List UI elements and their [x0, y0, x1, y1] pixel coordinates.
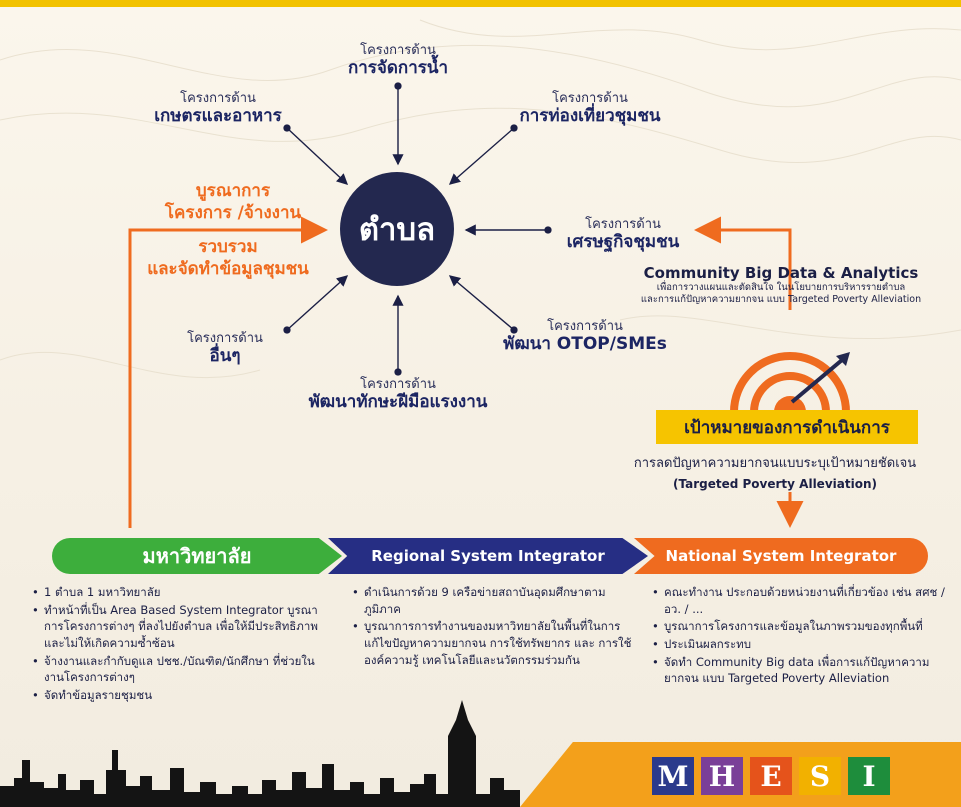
project-water: โครงการด้าน การจัดการน้ำ: [318, 43, 478, 78]
collect-line-2: และจัดทำข้อมูลชุมชน: [147, 259, 309, 280]
project-name: อื่นๆ: [209, 345, 241, 366]
regional-list: ดำเนินการด้วย 9 เครือข่ายสถาบันอุดมศึกษา…: [352, 584, 637, 669]
goal-description: การลดปัญหาความยากจนแบบระบุเป้าหมายชัดเจน…: [600, 454, 950, 496]
list-item: บูรณาการการทำงานของมหาวิทยาลัยในพื้นที่ใ…: [352, 618, 637, 668]
connector-agri: [283, 124, 349, 185]
national-list: คณะทำงาน ประกอบด้วยหน่วยงานที่เกี่ยวข้อง…: [652, 584, 952, 688]
connector-other: [283, 275, 349, 334]
list-item: จ้างงานและกำกับดูแล ปชช./บัณฑิต/นักศึกษา…: [32, 653, 332, 686]
logo-letter: S: [799, 757, 841, 795]
collect-line-1: รวบรวม: [198, 237, 258, 257]
project-other: โครงการด้าน อื่นๆ: [170, 331, 280, 366]
logo-letter: M: [652, 757, 694, 795]
goal-desc-line-2: (Targeted Poverty Alleviation): [673, 476, 877, 491]
banner-regional-integrator: Regional System Integrator: [328, 538, 648, 574]
project-prefix: โครงการด้าน: [552, 91, 628, 106]
integrate-line-2: โครงการ /จ้างงาน: [164, 203, 302, 224]
project-name: เศรษฐกิจชุมชน: [566, 231, 680, 252]
city-skyline-icon: [0, 700, 520, 807]
list-item: ประเมินผลกระทบ: [652, 636, 952, 653]
integrate-label: บูรณาการ โครงการ /จ้างงาน: [148, 180, 318, 224]
project-prefix: โครงการด้าน: [180, 91, 256, 106]
project-name: การจัดการน้ำ: [347, 57, 449, 78]
project-name: พัฒนา OTOP/SMEs: [503, 333, 667, 354]
project-prefix: โครงการด้าน: [360, 43, 436, 58]
collect-label: รวบรวม และจัดทำข้อมูลชุมชน: [128, 236, 328, 280]
goal-desc-line-1: การลดปัญหาความยากจนแบบระบุเป้าหมายชัดเจน: [633, 456, 917, 471]
project-name: พัฒนาทักษะฝีมือแรงงาน: [308, 391, 488, 412]
project-agriculture: โครงการด้าน เกษตรและอาหาร: [138, 91, 298, 126]
community-big-data: Community Big Data & Analytics เพื่อการว…: [612, 264, 950, 306]
project-name: การท่องเที่ยวชุมชน: [519, 105, 661, 126]
logo-letter: E: [750, 757, 792, 795]
project-prefix: โครงการด้าน: [187, 331, 263, 346]
connector-otop: [448, 275, 518, 334]
banner-university: มหาวิทยาลัย: [52, 538, 342, 574]
list-item: คณะทำงาน ประกอบด้วยหน่วยงานที่เกี่ยวข้อง…: [652, 584, 952, 617]
list-item: ดำเนินการด้วย 9 เครือข่ายสถาบันอุดมศึกษา…: [352, 584, 637, 617]
project-name: เกษตรและอาหาร: [154, 105, 282, 126]
project-prefix: โครงการด้าน: [547, 319, 623, 334]
connector-tourism: [448, 124, 518, 185]
project-otop: โครงการด้าน พัฒนา OTOP/SMEs: [500, 319, 670, 354]
list-item: จัดทำ Community Big data เพื่อการแก้ปัญห…: [652, 654, 952, 687]
goal-banner: เป้าหมายของการดำเนินการ: [656, 410, 918, 444]
project-skills: โครงการด้าน พัฒนาทักษะฝีมือแรงงาน: [288, 377, 508, 412]
orange-flow-left: [128, 216, 328, 528]
banner-national-integrator: National System Integrator: [634, 538, 928, 574]
university-list: 1 ตำบล 1 มหาวิทยาลัย ทำหน้าที่เป็น Area …: [32, 584, 332, 705]
list-item: ทำหน้าที่เป็น Area Based System Integrat…: [32, 602, 332, 652]
cbd-subtitle-1: เพื่อการวางแผนและตัดสินใจ ในนโยบายการบริ…: [656, 282, 906, 293]
project-prefix: โครงการด้าน: [585, 217, 661, 232]
cbd-subtitle-2: และการแก้ปัญหาความยากจน แบบ Targeted Pov…: [640, 293, 922, 305]
project-tourism: โครงการด้าน การท่องเที่ยวชุมชน: [500, 91, 680, 126]
integrate-line-1: บูรณาการ: [195, 181, 271, 201]
hub-tambon: ตำบล: [340, 172, 454, 286]
logo-letter: H: [701, 757, 743, 795]
project-prefix: โครงการด้าน: [360, 377, 436, 392]
list-item: บูรณาการโครงการและข้อมูลในภาพรวมของทุกพื…: [652, 618, 952, 635]
cbd-title: Community Big Data & Analytics: [643, 264, 919, 282]
list-item: จัดทำข้อมูลรายชุมชน: [32, 687, 332, 704]
logo-letter: I: [848, 757, 890, 795]
list-item: 1 ตำบล 1 มหาวิทยาลัย: [32, 584, 332, 601]
orange-flow-right: [694, 216, 792, 310]
top-accent-bar: [0, 0, 961, 7]
mhesi-logo: M H E S I: [652, 757, 890, 795]
project-economy: โครงการด้าน เศรษฐกิจชุมชน: [548, 217, 698, 252]
target-icon: [730, 352, 850, 412]
